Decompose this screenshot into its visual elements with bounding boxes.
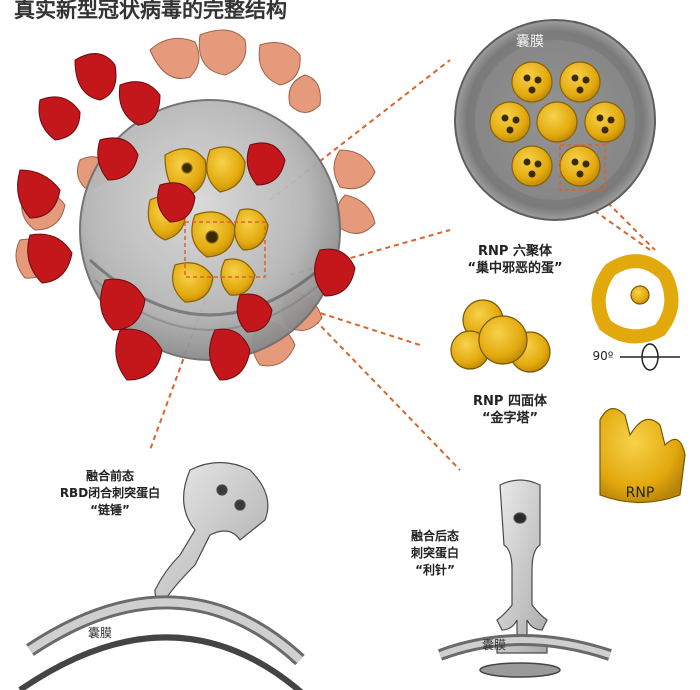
envelope-label-bottom-left: 囊膜 bbox=[87, 626, 112, 640]
rotation-symbol bbox=[620, 343, 680, 371]
postfusion-line3: “利针” bbox=[415, 563, 455, 577]
prefusion-line1: 融合前态 bbox=[85, 469, 134, 483]
rnp-label: RNP bbox=[625, 485, 655, 501]
rnp-tetrahedron-label: RNP 四面体 “金字塔” bbox=[450, 393, 570, 427]
virion-cross-section bbox=[454, 19, 656, 221]
rnp-tetrahedron-model bbox=[450, 299, 551, 373]
rnp-tetrahedron-line1: RNP 四面体 bbox=[473, 394, 547, 409]
prefusion-line3: “链锤” bbox=[90, 503, 130, 517]
spike-proteins-front bbox=[17, 53, 356, 381]
prefusion-spike-label: 融合前态 RBD闭合刺突蛋白 “链锤” bbox=[40, 468, 180, 519]
postfusion-line2: 刺突蛋白 bbox=[410, 546, 459, 560]
postfusion-spike-label: 融合后态 刺突蛋白 “利针” bbox=[390, 528, 480, 579]
prefusion-spike-model bbox=[154, 461, 269, 602]
rnp-tetrahedron-line2: “金字塔” bbox=[481, 411, 539, 426]
rnp-side-model bbox=[599, 408, 686, 504]
envelope-bottom-left bbox=[18, 595, 305, 690]
zoom-box-virion bbox=[184, 221, 266, 278]
postfusion-line1: 融合后态 bbox=[410, 529, 459, 543]
rotation-label: 90º bbox=[592, 349, 614, 363]
rnp-hexamer-line2: “巢中邪恶的蛋” bbox=[467, 261, 563, 276]
rnp-hexamer-line1: RNP 六聚体 bbox=[478, 244, 552, 259]
rnp-ring-model bbox=[591, 254, 679, 344]
envelope-label-bottom-right: 囊膜 bbox=[481, 638, 506, 652]
envelope-label-top: 囊膜 bbox=[516, 34, 544, 50]
rnp-hexamer-label: RNP 六聚体 “巢中邪恶的蛋” bbox=[455, 243, 575, 277]
postfusion-spike-model bbox=[496, 479, 548, 654]
figure-title: 真实新型冠状病毒的完整结构 bbox=[14, 0, 287, 22]
prefusion-line2: RBD闭合刺突蛋白 bbox=[59, 486, 161, 500]
envelope-bottom-right bbox=[437, 634, 612, 678]
